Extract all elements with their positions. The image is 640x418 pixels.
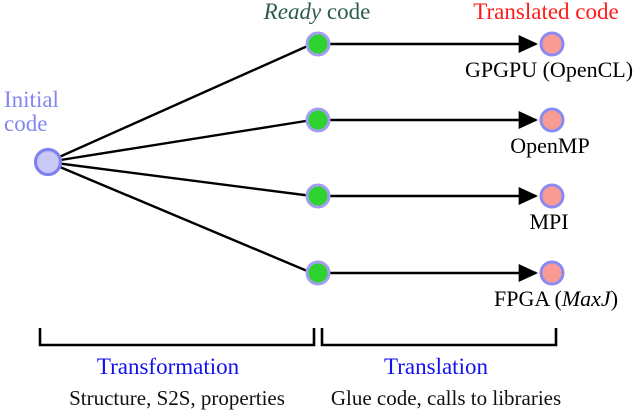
target-label-text: FPGA ( bbox=[493, 286, 562, 311]
translated-node bbox=[539, 107, 565, 133]
translated-node bbox=[539, 183, 565, 209]
ready-code-nodes bbox=[305, 31, 331, 286]
target-label-text: GPGPU (OpenCL) bbox=[464, 57, 634, 82]
ready-node bbox=[305, 183, 331, 209]
phase-brackets bbox=[38, 328, 558, 347]
target-label-italic: MaxJ bbox=[561, 286, 611, 311]
target-label-text: OpenMP bbox=[510, 133, 590, 158]
transform-edge bbox=[47, 160, 313, 275]
translated-node bbox=[539, 31, 565, 57]
translation-phase-subtitle: Glue code, calls to libraries bbox=[330, 386, 562, 410]
target-label-fpga: FPGA (MaxJ) bbox=[494, 287, 618, 311]
ready-code-heading: Ready code bbox=[264, 0, 371, 25]
transformation-phase-title: Transformation bbox=[96, 354, 240, 379]
initial-code-label-line1: Initial bbox=[4, 87, 59, 112]
target-label-suffix: ) bbox=[610, 286, 619, 311]
ready-node bbox=[305, 31, 331, 57]
translation-phase-title: Translation bbox=[384, 354, 488, 379]
transform-edge bbox=[47, 118, 313, 164]
ready-node bbox=[305, 260, 331, 286]
transformation-phase-subtitle: Structure, S2S, properties bbox=[69, 386, 285, 410]
initial-code-label-line2: code bbox=[4, 111, 48, 137]
target-label-openmp: OpenMP bbox=[510, 134, 589, 158]
initial-code-node bbox=[33, 147, 63, 177]
ready-code-heading-italic: Ready bbox=[263, 0, 322, 24]
transformation-bracket bbox=[38, 328, 316, 347]
target-label-text: MPI bbox=[529, 209, 569, 234]
ready-code-heading-rest: code bbox=[321, 0, 371, 24]
translated-code-nodes bbox=[539, 31, 565, 286]
transform-edge bbox=[47, 160, 313, 198]
transform-edge bbox=[47, 42, 313, 164]
target-label-gpgpu: GPGPU (OpenCL) bbox=[465, 58, 633, 82]
target-label-mpi: MPI bbox=[529, 210, 568, 234]
translated-node bbox=[539, 260, 565, 286]
translation-bracket bbox=[320, 328, 558, 347]
ready-node bbox=[305, 107, 331, 133]
translation-arrows bbox=[322, 35, 539, 282]
initial-code-label: Initial code bbox=[4, 87, 59, 137]
transformation-edges bbox=[47, 42, 313, 275]
translated-code-heading: Translated code bbox=[473, 0, 619, 24]
